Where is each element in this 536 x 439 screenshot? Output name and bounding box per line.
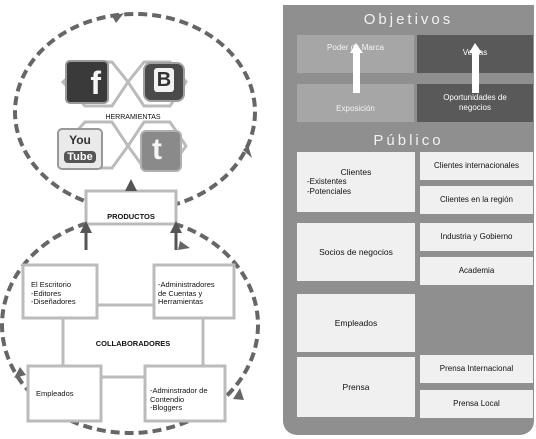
audience-item: Academia	[420, 257, 533, 285]
collab-box-bottom-left	[26, 364, 103, 423]
audience-clientes-label: Clientes	[340, 167, 372, 177]
collab-box-top-left	[21, 263, 99, 320]
youtube-text-top: You	[69, 133, 91, 147]
collab-box-top-right	[152, 263, 236, 320]
blogger-icon: B	[143, 62, 185, 102]
collaborators-frame	[61, 303, 205, 379]
audience-item: Prensa Internacional	[420, 355, 533, 383]
collab-text-top-left: El Escritorio -Editores -Diseñadores	[31, 280, 76, 306]
ring-arrow	[112, 13, 124, 23]
up-arrow	[350, 43, 363, 53]
exposure-label: Exposición	[336, 104, 375, 113]
collab-box-bottom-right	[143, 364, 227, 423]
ring-arrow	[243, 145, 252, 158]
twitter-letter: t	[152, 133, 162, 166]
up-arrow	[469, 43, 482, 53]
collab-text-bottom-left: Empleados	[36, 389, 74, 398]
audience-item: Clientes en la región	[420, 186, 533, 214]
collaborators-label: COLLABORADORES	[95, 339, 171, 348]
public-title: Público	[373, 132, 444, 149]
facebook-letter: f	[90, 65, 101, 101]
objectives-title: Objetivos	[363, 11, 454, 28]
twitter-icon: t	[140, 130, 182, 172]
ring-arrow	[233, 388, 244, 400]
audience-empleados: Empleados	[297, 294, 415, 352]
audience-prensa: Prensa	[297, 357, 415, 417]
audience-clientes-sub: -Existentes -Potenciales	[307, 177, 352, 196]
audience-socios: Socios de negocios	[297, 223, 415, 281]
arrow-shaft	[472, 53, 479, 93]
audience-item: Prensa Local	[420, 390, 533, 418]
ring-arrow	[14, 367, 26, 378]
collaborators-ring	[0, 215, 260, 435]
products-label: PRODUCTOS	[107, 212, 155, 221]
tools-label: HERRAMIENTAS	[105, 114, 161, 121]
youtube-icon: You Tube	[57, 128, 103, 170]
strategy-panel: Objetivos Poder de Marca Ventas Exposici…	[283, 5, 534, 435]
collab-text-bottom-right: -Adminstrador de Contendio -Bloggers	[150, 386, 208, 412]
collab-text-top-right: -Administradores de Cuentas y Herramient…	[158, 280, 215, 306]
objective-arrows	[350, 43, 482, 93]
arrow-shaft	[353, 53, 360, 93]
audience-clientes: Clientes -Existentes -Potenciales	[297, 152, 415, 212]
youtube-text-bottom: Tube	[64, 151, 96, 163]
facebook-icon: f	[65, 60, 109, 104]
audience-item: Industria y Gobierno	[420, 223, 533, 251]
blogger-letter: B	[154, 68, 174, 92]
ring-arrow	[178, 241, 190, 250]
audience-item: Clientes internacionales	[420, 152, 533, 180]
